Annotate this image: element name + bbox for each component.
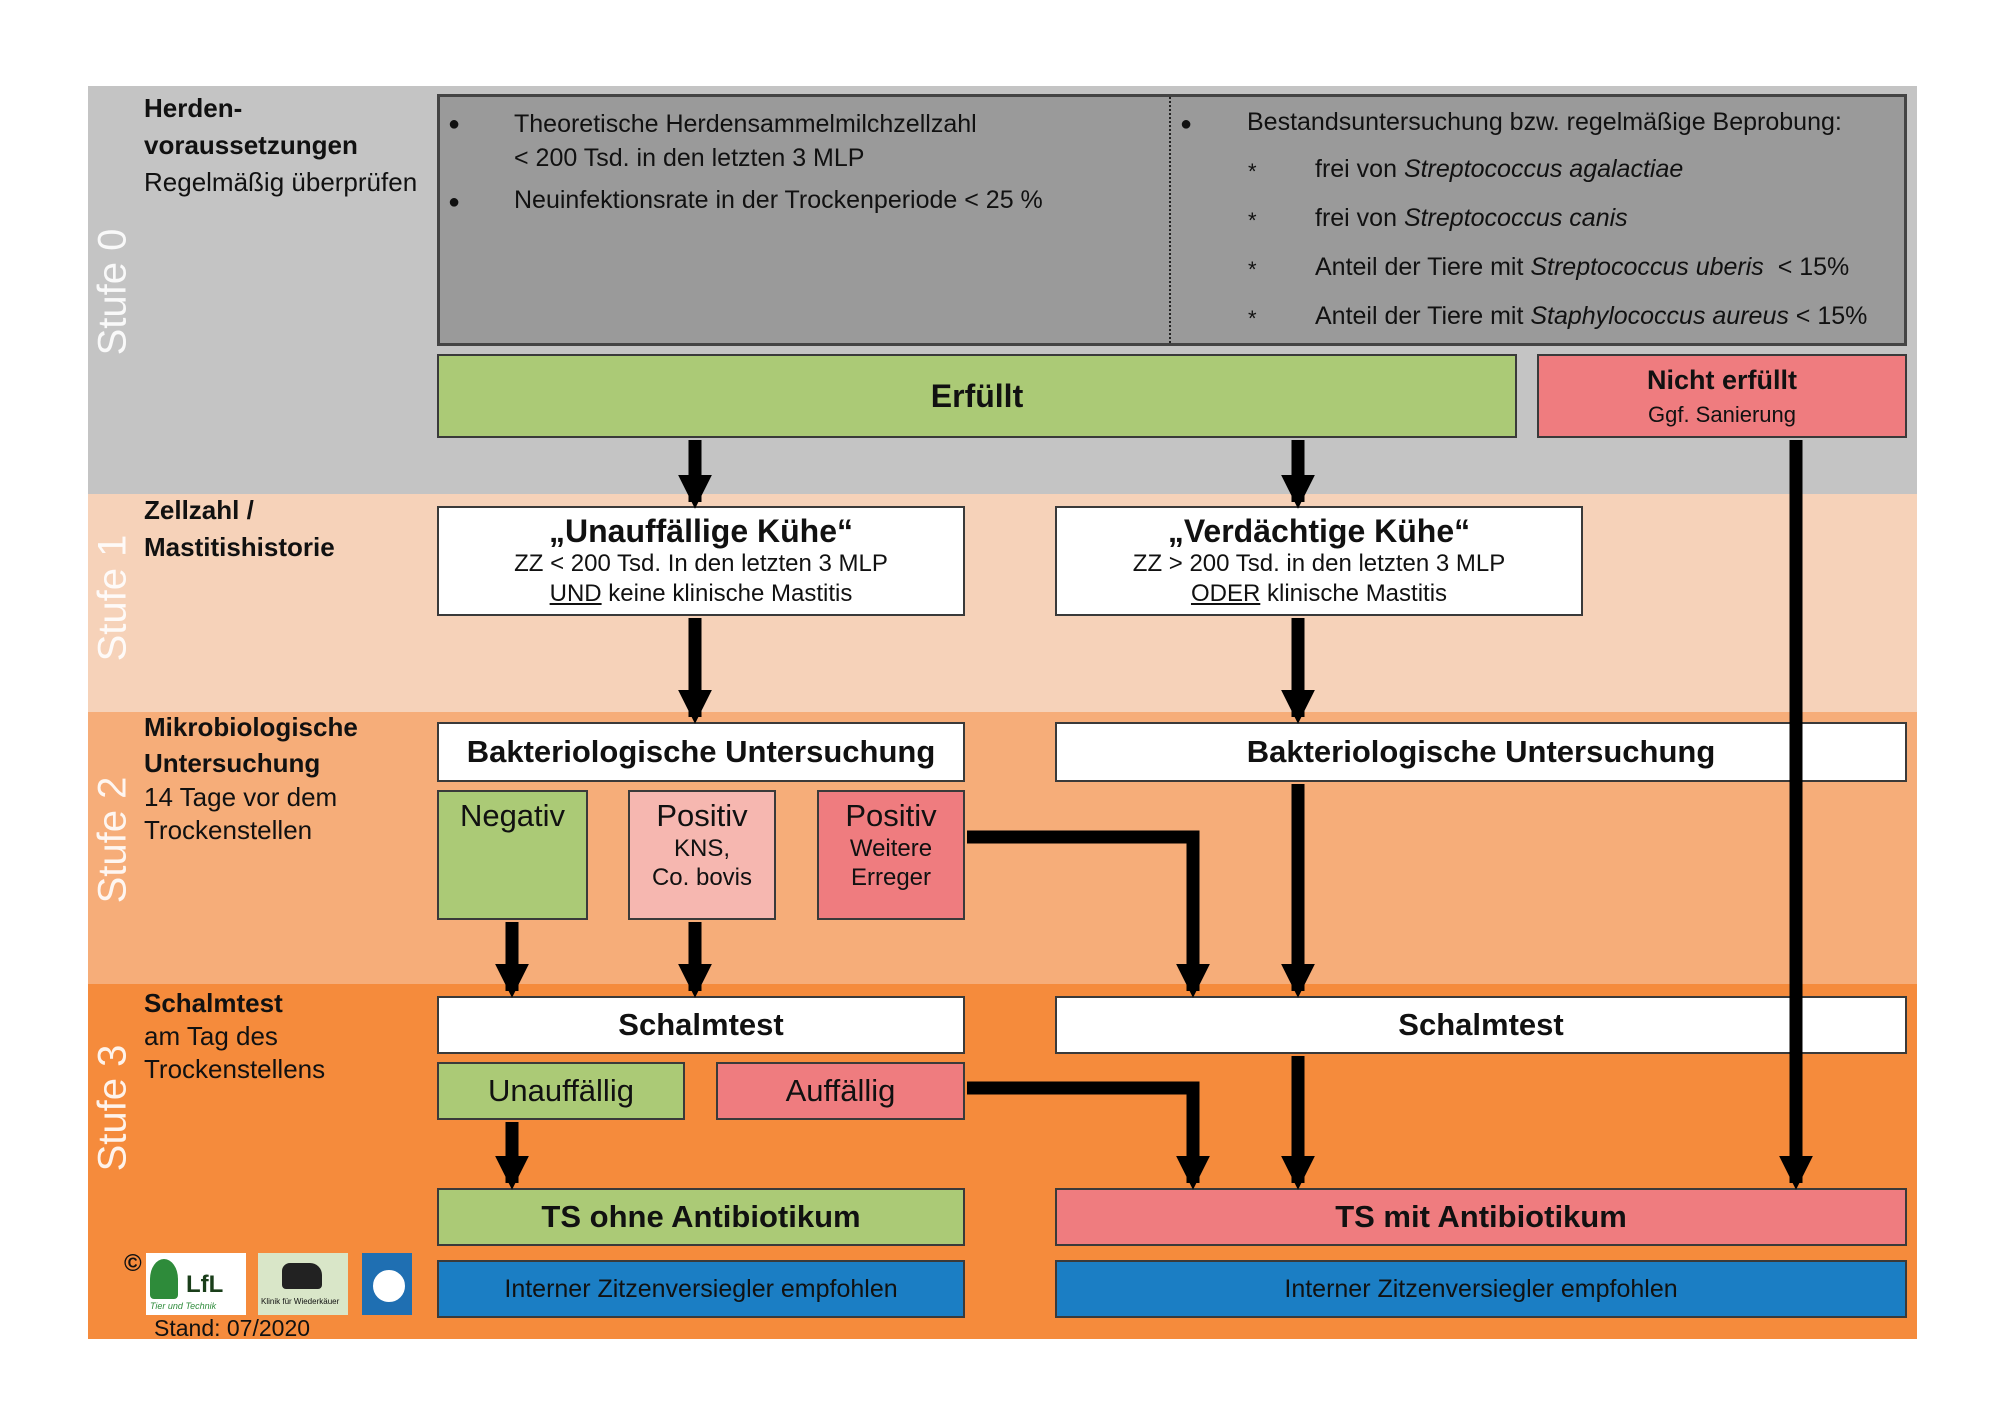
herd-left-item-2: Neuinfektionsrate in der Trockenperiode … [514,186,1043,214]
logic-or: ODER [1190,580,1261,607]
bullet-icon: ● [1180,113,1193,135]
dryoff-with-antibiotic: TS mit Antibiotikum [1055,1188,1907,1246]
teat-sealer-left: Interner Zitzenversiegler empfohlen [437,1260,965,1318]
bacteriology-label-right: Bakteriologische Untersuchung [1246,734,1716,769]
stage-2-subtitle: 14 Tage vor dem Trockenstellen [144,782,338,845]
tgd-circle-icon [371,1268,407,1304]
logic-and: UND [549,580,602,607]
lfl-logo: LfL Tier und Technik [146,1253,246,1315]
bacteriology-label-left: Bakteriologische Untersuchung [466,734,936,769]
tgd-logo [362,1253,412,1315]
result-positive-other-label: Positiv [845,798,937,833]
criterion-text: keine klinische Mastitis [601,580,853,607]
suspect-cows-title: „Verdächtige Kühe“ [1167,513,1471,549]
species-name: Streptococcus agalactiae [1403,155,1684,183]
dryoff-without-antibiotic-label: TS ohne Antibiotikum [541,1199,861,1234]
star-bullet-icon: * [1248,208,1257,233]
suspect-cows-criterion-1: ZZ > 200 Tsd. in den letzten 3 MLP [1132,550,1506,577]
species-name: Staphylococcus aureus [1530,302,1789,330]
unremarkable-cows-criterion-2: UND keine klinische Mastitis [550,579,853,609]
star-bullet-icon: * [1248,257,1257,282]
outcome-not-fulfilled-sub: Ggf. Sanierung [1648,401,1796,427]
item-threshold: < 15% [1763,253,1850,281]
schalmtest-box-right: Schalmtest [1055,996,1907,1054]
herd-right-item-4: Anteil der Tiere mit Staphylococcus aure… [1315,302,1867,331]
stage-3-label: Schalmtest am Tag des Trockenstellens [144,987,374,1086]
bacteriology-box-right: Bakteriologische Untersuchung [1055,722,1907,782]
criterion-text: klinische Mastitis [1260,580,1448,607]
status-date: Stand: 07/2020 [154,1315,311,1341]
stage-2-label: Mikrobiologische Untersuchung 14 Tage vo… [144,709,404,847]
schalmtest-abnormal-label: Auffällig [785,1073,896,1108]
outcome-fulfilled-label: Erfüllt [930,377,1024,414]
unremarkable-cows-title: „Unauffällige Kühe“ [548,513,853,549]
result-negative: Negativ [437,790,588,920]
herd-right-item-2: frei von Streptococcus canis [1315,204,1628,233]
dryoff-without-antibiotic: TS ohne Antibiotikum [437,1188,965,1246]
stage-3-subtitle: am Tag des Trockenstellens [144,1021,326,1084]
star-bullet-icon: * [1248,306,1257,331]
species-name: Streptococcus uberis [1530,253,1764,281]
stage-0-label: Herden- voraussetzungen Regelmäßig überp… [144,90,417,201]
clinic-logo-text: Klinik für Wiederkäuer [261,1297,340,1306]
copyright-mark: © [124,1250,142,1277]
unremarkable-cows-criterion-1: ZZ < 200 Tsd. In den letzten 3 MLP [514,550,888,577]
stage-3-title: Schalmtest [144,988,283,1018]
herd-left-line-2: < 200 Tsd. in den letzten 3 MLP [514,144,865,172]
result-positive-kns: Positiv KNS, Co. bovis [628,790,776,920]
herd-left-line-1: Theoretische Herdensammelmilchzellzahl [514,110,977,138]
stage-0-subtitle: Regelmäßig überprüfen [144,167,418,197]
arrow-positive-other-to-schalm [967,830,1210,998]
herd-right-heading: Bestandsuntersuchung bzw. regelmäßige Be… [1247,108,1842,136]
schalmtest-box-left: Schalmtest [437,996,965,1054]
stage-1-label: Zellzahl / Mastitishistorie [144,492,335,566]
teat-sealer-right-label: Interner Zitzenversiegler empfohlen [1284,1274,1678,1303]
suspect-cows-box: „Verdächtige Kühe“ ZZ > 200 Tsd. in den … [1055,506,1583,616]
item-threshold: < 15% [1788,302,1868,330]
suspect-cows-criterion-2: ODER klinische Mastitis [1191,579,1447,609]
lfl-logo-text: LfL [186,1271,224,1298]
stage-2-title: Mikrobiologische Untersuchung [144,712,358,778]
herd-right-item-3: Anteil der Tiere mit Streptococcus uberi… [1315,253,1849,282]
result-positive-other: Positiv Weitere Erreger [817,790,965,920]
lfl-logo-subtext: Tier und Technik [150,1301,217,1311]
bullet-icon: ● [448,113,461,135]
stage-1-band [88,494,1917,712]
bacteriology-box-left: Bakteriologische Untersuchung [437,722,965,782]
stage-1-title: Zellzahl / Mastitishistorie [144,495,335,562]
item-text: frei von [1315,204,1404,232]
result-positive-other-sub: Weitere Erreger [849,835,933,891]
stage-0-title: Herden- voraussetzungen [144,93,358,160]
schalmtest-abnormal: Auffällig [716,1062,965,1120]
species-name: Streptococcus canis [1403,204,1628,232]
cow-icon [282,1263,322,1289]
clinic-logo: Klinik für Wiederkäuer [258,1253,348,1315]
item-text: Anteil der Tiere mit [1315,302,1531,330]
result-positive-kns-label: Positiv [656,798,748,833]
herd-right-item-1: frei von Streptococcus agalactiae [1315,155,1683,184]
dryoff-with-antibiotic-label: TS mit Antibiotikum [1335,1199,1627,1234]
star-bullet-icon: * [1248,159,1257,184]
unremarkable-cows-box: „Unauffällige Kühe“ ZZ < 200 Tsd. In den… [437,506,965,616]
result-positive-kns-sub: KNS, Co. bovis [651,835,753,891]
herd-left-item-1: Theoretische Herdensammelmilchzellzahl <… [514,107,977,175]
teat-sealer-right: Interner Zitzenversiegler empfohlen [1055,1260,1907,1318]
herd-divider [1169,97,1171,343]
outcome-fulfilled: Erfüllt [437,354,1517,438]
schalmtest-label-left: Schalmtest [618,1007,784,1042]
item-text: frei von [1315,155,1404,183]
herd-requirements-box: ● Theoretische Herdensammelmilchzellzahl… [437,94,1907,346]
teat-sealer-left-label: Interner Zitzenversiegler empfohlen [504,1274,898,1303]
result-negative-label: Negativ [459,798,566,833]
item-text: Anteil der Tiere mit [1315,253,1531,281]
leaf-icon [150,1259,178,1299]
outcome-not-fulfilled-label: Nicht erfüllt [1646,364,1797,395]
outcome-not-fulfilled: Nicht erfüllt Ggf. Sanierung [1537,354,1907,438]
schalmtest-label-right: Schalmtest [1398,1007,1564,1042]
bullet-icon: ● [448,191,461,213]
schalmtest-unremarkable-label: Unauffällig [488,1073,634,1108]
schalmtest-unremarkable: Unauffällig [437,1062,685,1120]
arrow-abnormal-to-ts [967,1081,1210,1190]
